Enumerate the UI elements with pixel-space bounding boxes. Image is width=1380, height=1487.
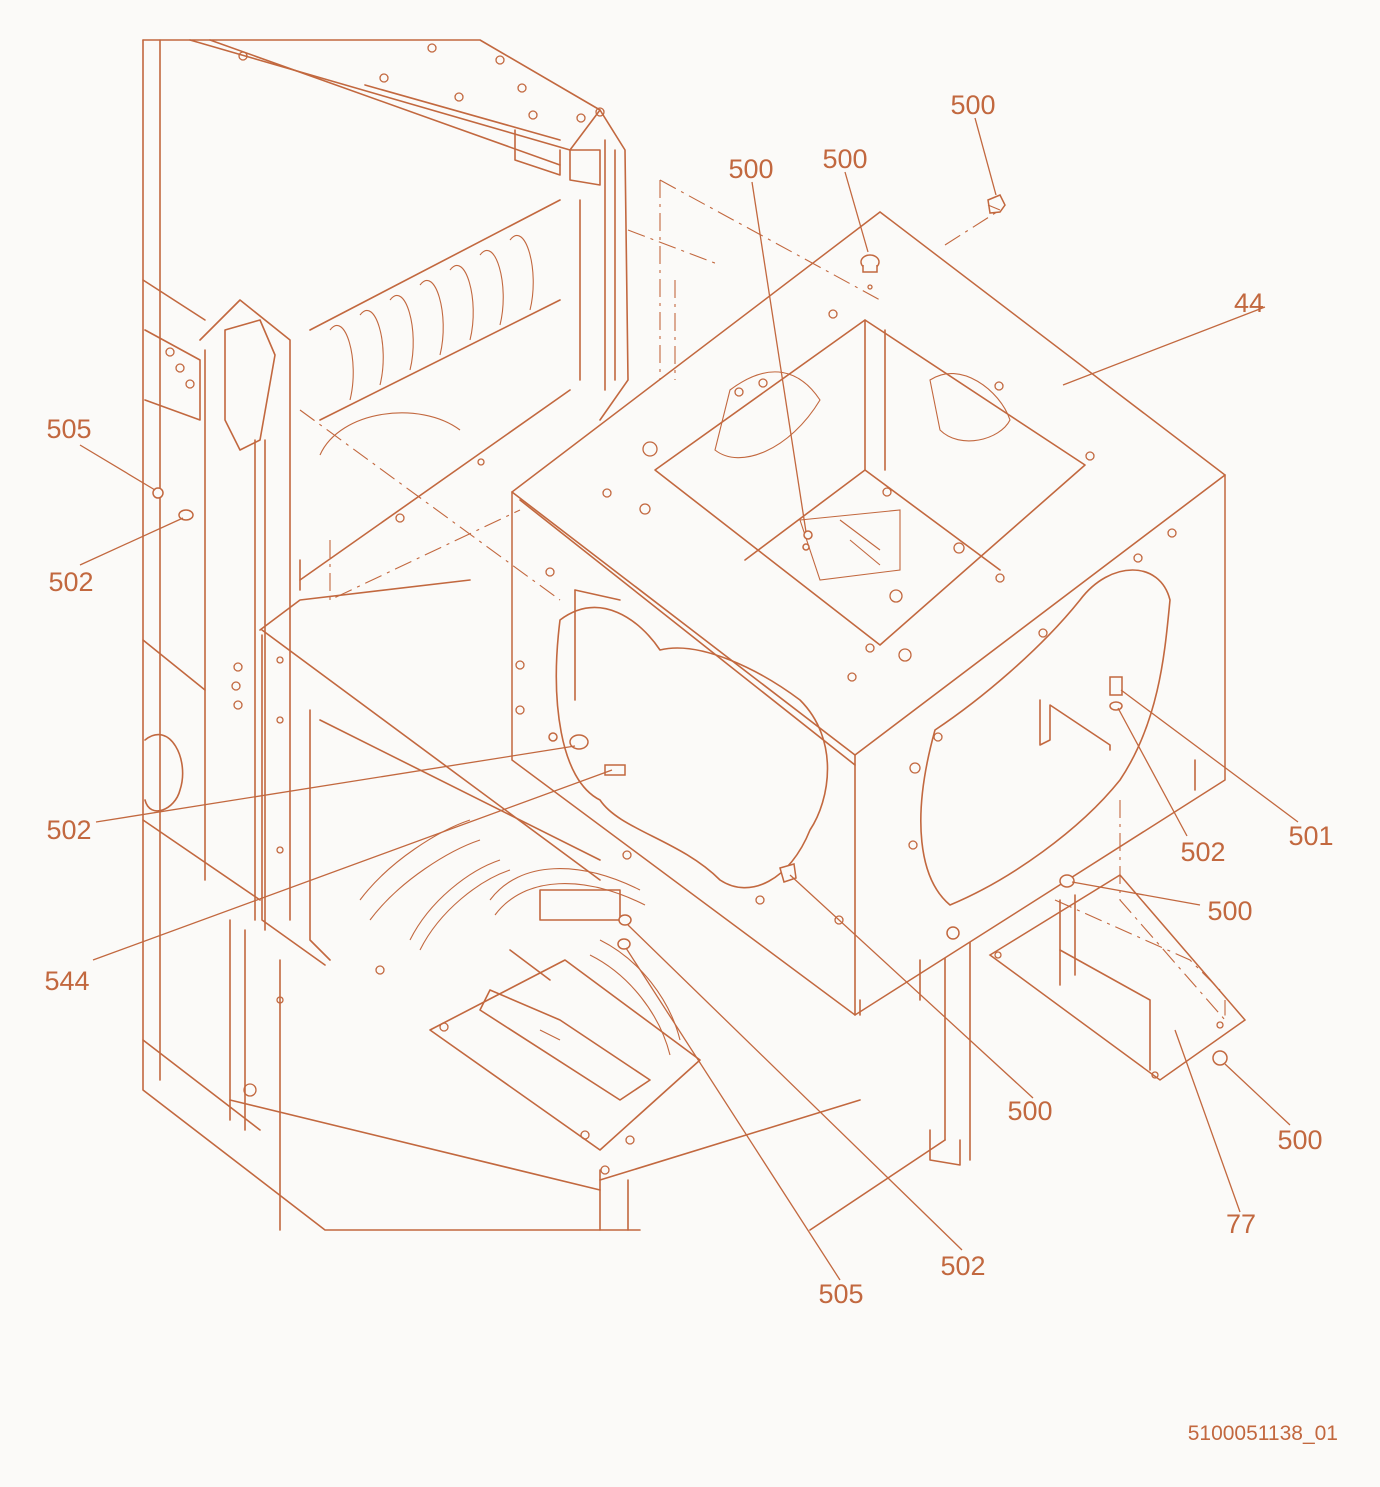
callout-500-right: 500 — [1207, 896, 1252, 926]
leader-lines — [79, 117, 1299, 1281]
callout-544: 544 — [44, 966, 89, 996]
callout-500-top-mid: 500 — [822, 144, 867, 174]
callout-505-left: 505 — [46, 414, 91, 444]
callout-500-top-right: 500 — [950, 90, 995, 120]
callout-77: 77 — [1226, 1209, 1256, 1239]
callout-505-bottom: 505 — [818, 1279, 863, 1309]
bracket-plate-part-77 — [988, 874, 1247, 1081]
document-number: 5100051138_01 — [1188, 1422, 1338, 1445]
enclosure-box-part-44 — [511, 211, 1226, 1016]
callout-labels: 500 500 500 44 505 502 502 544 502 501 5… — [44, 90, 1333, 1309]
callout-502-left-mid: 502 — [46, 815, 91, 845]
main-frame-assembly — [142, 39, 971, 1231]
fasteners — [152, 194, 1228, 1066]
callout-500-lower-right: 500 — [1277, 1125, 1322, 1155]
callout-502-right: 502 — [1180, 837, 1225, 867]
assembly-dash-lines — [299, 179, 1226, 1022]
callout-500-lower-mid: 500 — [1007, 1096, 1052, 1126]
callout-502-left-top: 502 — [48, 567, 93, 597]
callout-44: 44 — [1234, 288, 1264, 318]
callout-502-bottom: 502 — [940, 1251, 985, 1281]
callout-500-top-left: 500 — [728, 154, 773, 184]
screw-500-top-mid — [860, 254, 880, 290]
callout-501: 501 — [1288, 821, 1333, 851]
screw-500-top-right — [987, 194, 1006, 214]
